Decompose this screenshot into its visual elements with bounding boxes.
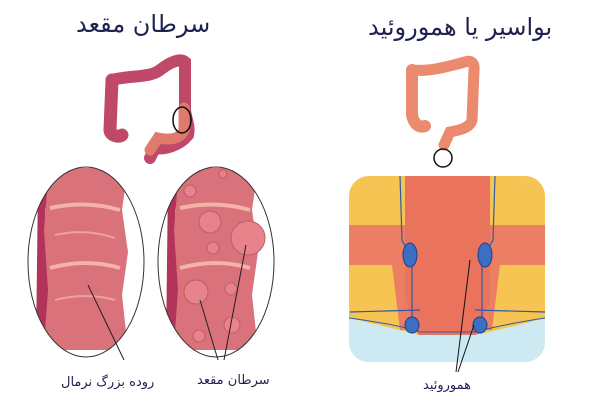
highlight-circle [172,106,192,134]
cancer-colon-closeup [157,166,275,361]
tumors [183,169,266,343]
highlight-circle [433,148,453,168]
left-title: سرطان مقعد [76,10,211,38]
colon-diagram-hemorrhoid [406,55,480,168]
right-title: بواسیر یا هموروئید [368,13,553,41]
colon-diagram-cancer [103,54,195,164]
hemorrhoid-cross-section [349,176,545,373]
label-normal-colon: روده بزرگ نرمال [61,375,155,390]
label-rectal-cancer: سرطان مقعد [197,373,270,388]
label-hemorrhoid: هموروئید [423,378,472,393]
normal-colon-closeup [27,166,145,361]
